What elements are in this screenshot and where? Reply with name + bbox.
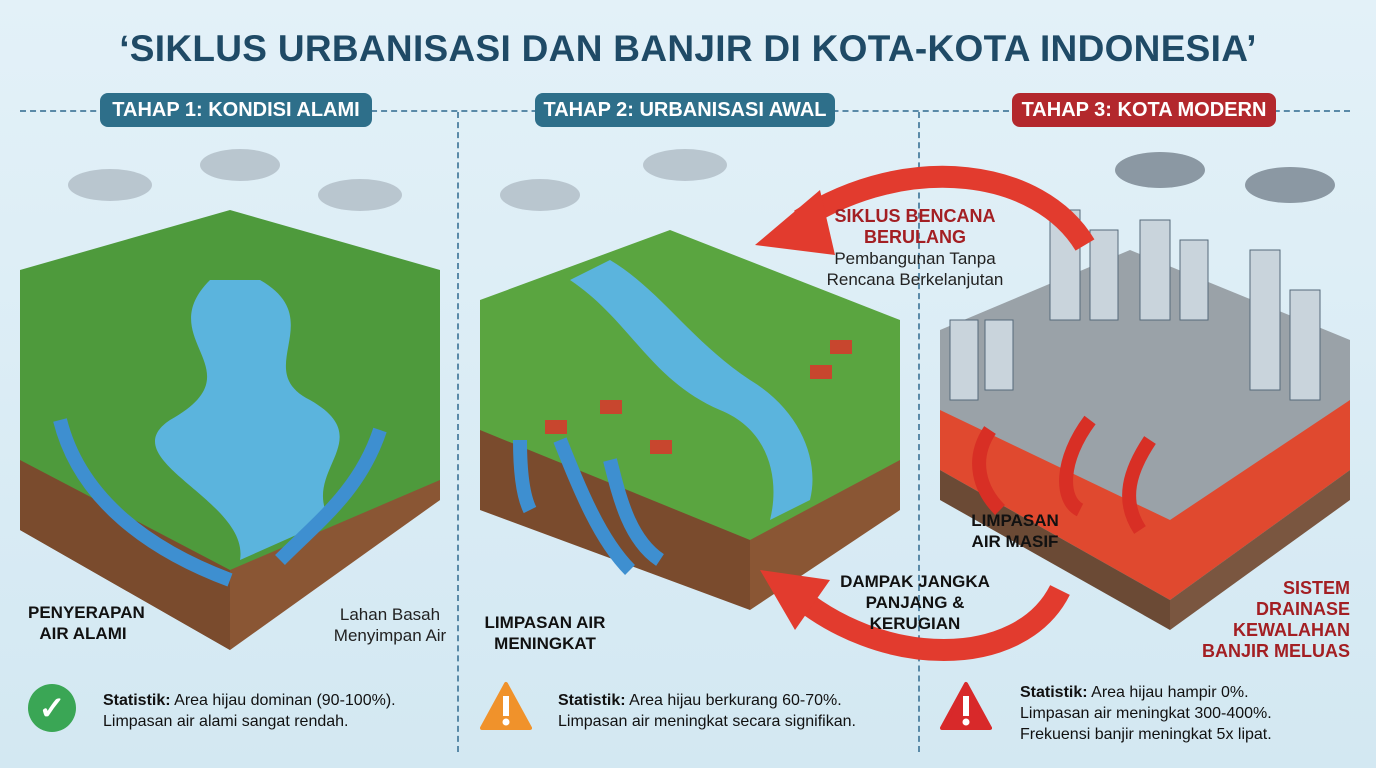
- cycle-arrow-top: [794, 165, 1095, 252]
- natural-landscape-illustration: [20, 149, 440, 650]
- early-urbanization-illustration: [480, 149, 900, 610]
- alert-icon: [940, 682, 992, 730]
- storm-cloud-icon: [1115, 152, 1335, 203]
- arrow-head-icon: [760, 570, 830, 630]
- stat-stage-3: Statistik: Area hijau hampir 0%. Limpasa…: [1020, 684, 1272, 743]
- stage-2-label: TAHAP 2: URBANISASI AWAL: [535, 93, 835, 127]
- cycle-arrow-bottom: [782, 581, 1070, 661]
- cycle-label-top: SIKLUS BENCANA BERULANG Pembangunan Tanp…: [826, 206, 1004, 289]
- cloud-icon: [500, 149, 727, 211]
- modern-city-flood-illustration: [940, 152, 1350, 630]
- stage-1-label: TAHAP 1: KONDISI ALAMI: [100, 93, 372, 127]
- stat-stage-1: Statistik: Area hijau dominan (90-100%).…: [103, 692, 396, 730]
- arrow-head-icon: [755, 190, 835, 255]
- stat-stage-2: Statistik: Area hijau berkurang 60-70%. …: [558, 692, 856, 730]
- page-title: ‘SIKLUS URBANISASI DAN BANJIR DI KOTA-KO…: [119, 28, 1257, 69]
- check-icon: ✓: [28, 684, 76, 732]
- cycle-arrows: [755, 165, 1095, 661]
- cloud-icon: [68, 149, 402, 211]
- panel-divider: [918, 112, 920, 752]
- panel-divider: [457, 112, 459, 752]
- stage-3-label: TAHAP 3: KOTA MODERN: [1012, 93, 1276, 127]
- warning-icon: [480, 682, 532, 730]
